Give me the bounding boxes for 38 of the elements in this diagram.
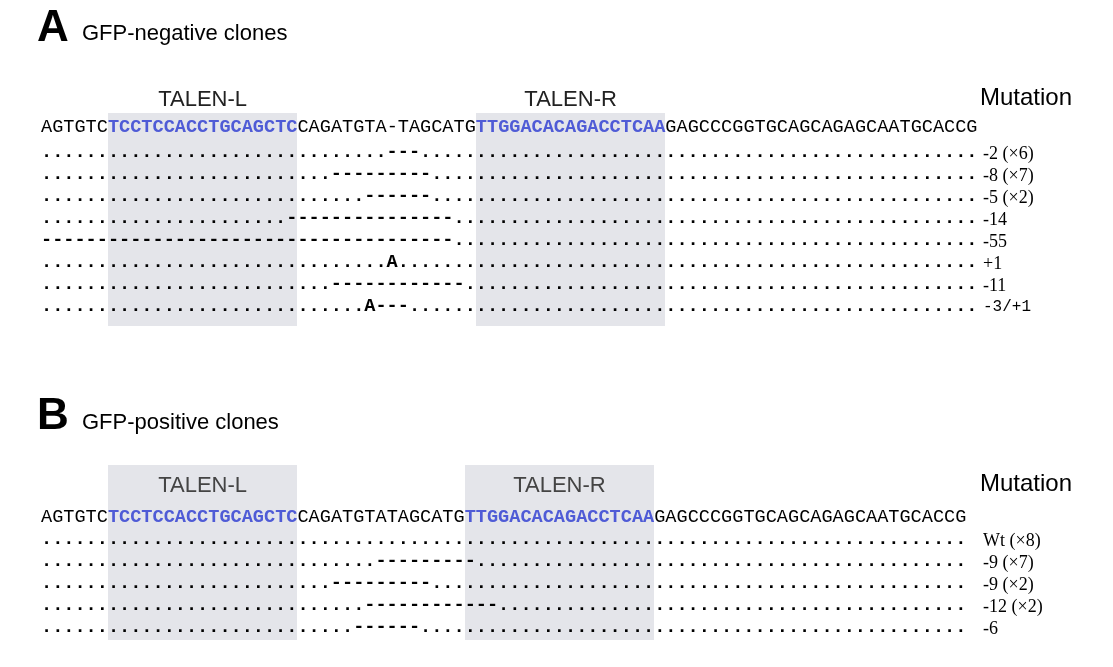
- alignment-row: ............................------.................................................: [41, 617, 967, 639]
- alignment-row: ..........................------------..............................................: [41, 274, 978, 296]
- band-label: TALEN-L: [158, 472, 248, 498]
- alignment-row: ..........................---------................................................: [41, 573, 967, 595]
- mutation-label: -14: [983, 208, 1007, 230]
- mutation-label: -3/+1: [983, 297, 1031, 318]
- reference-sequence: AGTGTCTCCTCCACCTGCAGCTCCAGATGTA-TAGCATGTTGGACACAGACCTCAAGAGCCCGGTGCAGCAGAGCAATGCACCG: [41, 117, 978, 139]
- panel-title: GFP-negative clones: [82, 20, 288, 46]
- panel-title: GFP-positive clones: [82, 409, 279, 435]
- mutation-label: +1: [983, 252, 1003, 274]
- band-heading: TALEN-L: [158, 86, 248, 112]
- alignment-row: ...............................A....................................................: [41, 252, 978, 274]
- mutation-label: Wt (×8): [983, 529, 1041, 551]
- alignment-row: ..............................---------............................................: [41, 551, 967, 573]
- mutation-label: -11: [983, 274, 1007, 296]
- mutation-label: -55: [983, 230, 1007, 252]
- alignment-row: ...............................---..................................................: [41, 142, 978, 164]
- column-header: Mutation: [980, 469, 1073, 497]
- panel-letter: A: [37, 2, 69, 50]
- alignment-row: .............................------.................................................: [41, 186, 978, 208]
- mutation-label: -5 (×2): [983, 186, 1034, 208]
- alignment-row: ......................---------------...............................................: [41, 208, 978, 230]
- alignment-row: -------------------------------------...............................................: [41, 230, 978, 252]
- band-heading: TALEN-R: [524, 86, 617, 112]
- panel-letter: B: [37, 390, 69, 438]
- alignment-row: ...................................................................................: [41, 529, 967, 551]
- alignment-row: ..........................---------.................................................: [41, 164, 978, 186]
- column-header: Mutation: [980, 83, 1073, 111]
- alignment-row: .............................------------..........................................: [41, 595, 967, 617]
- mutation-label: -8 (×7): [983, 164, 1034, 186]
- mutation-label: -9 (×2): [983, 573, 1034, 595]
- mutation-label: -2 (×6): [983, 142, 1034, 164]
- mutation-label: -9 (×7): [983, 551, 1034, 573]
- reference-sequence: AGTGTCTCCTCCACCTGCAGCTCCAGATGTATAGCATGTTGGACACAGACCTCAAGAGCCCGGTGCAGCAGAGCAATGCACCG: [41, 507, 967, 529]
- alignment-row: .............................A---...................................................: [41, 296, 978, 318]
- band-label: TALEN-R: [513, 472, 606, 498]
- mutation-label: -6: [983, 617, 998, 639]
- mutation-label: -12 (×2): [983, 595, 1043, 617]
